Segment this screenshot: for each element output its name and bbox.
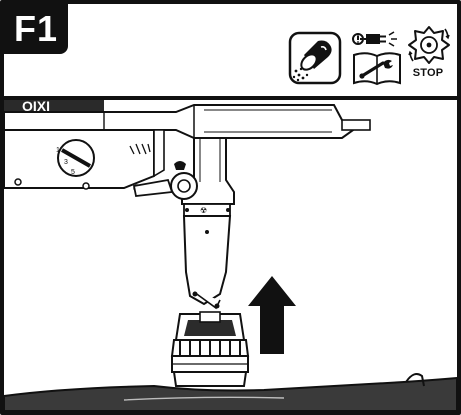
figure-label: F1 [4,4,68,54]
svg-text:1: 1 [56,147,60,154]
dust-extraction-icon [288,31,342,85]
blade-stop-icon [407,23,451,67]
svg-text:5: 5 [71,169,75,176]
tool-illustration: OIXI 1 3 5 [4,100,457,411]
vacuum-body [4,373,457,411]
vacuum-connector [170,311,250,387]
blade-housing: ☢ [132,137,235,310]
illustration-scene: OIXI 1 3 5 [4,100,457,411]
saw-body: OIXI 1 3 5 [4,100,371,192]
brand-fragment: OIXI [22,100,50,114]
svg-text:☢: ☢ [200,206,207,215]
up-arrow [248,276,296,354]
stop-label: STOP [412,67,444,79]
svg-text:3: 3 [64,159,68,166]
figure-header: F1 [4,4,457,100]
unplug-before-service-icon [350,29,406,87]
